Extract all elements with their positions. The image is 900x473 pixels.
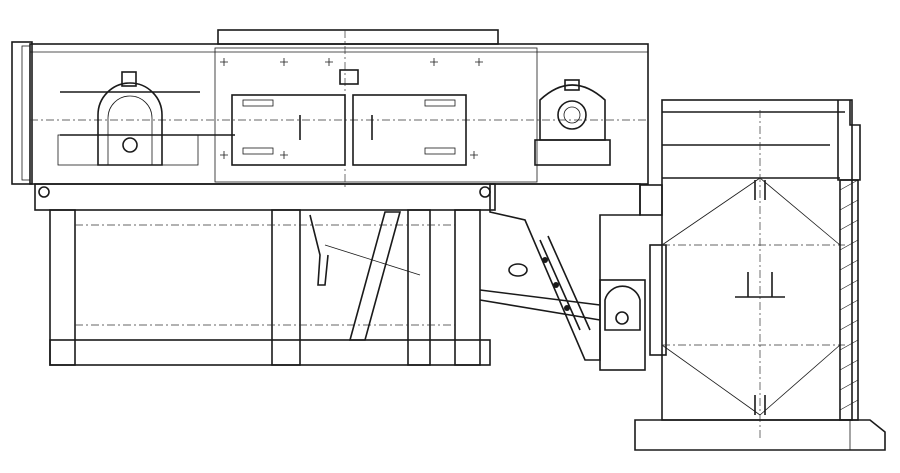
support-frame <box>34 183 496 366</box>
left-bearing-housing <box>57 71 235 166</box>
center-plate <box>339 69 359 85</box>
inspection-door-right <box>352 94 467 166</box>
right-bearing-block <box>534 79 611 166</box>
discharge-hopper <box>479 183 667 371</box>
bolt-markers <box>220 58 483 159</box>
inspection-door-left <box>231 94 346 166</box>
upper-housing <box>11 29 649 190</box>
chute-section <box>634 99 886 451</box>
